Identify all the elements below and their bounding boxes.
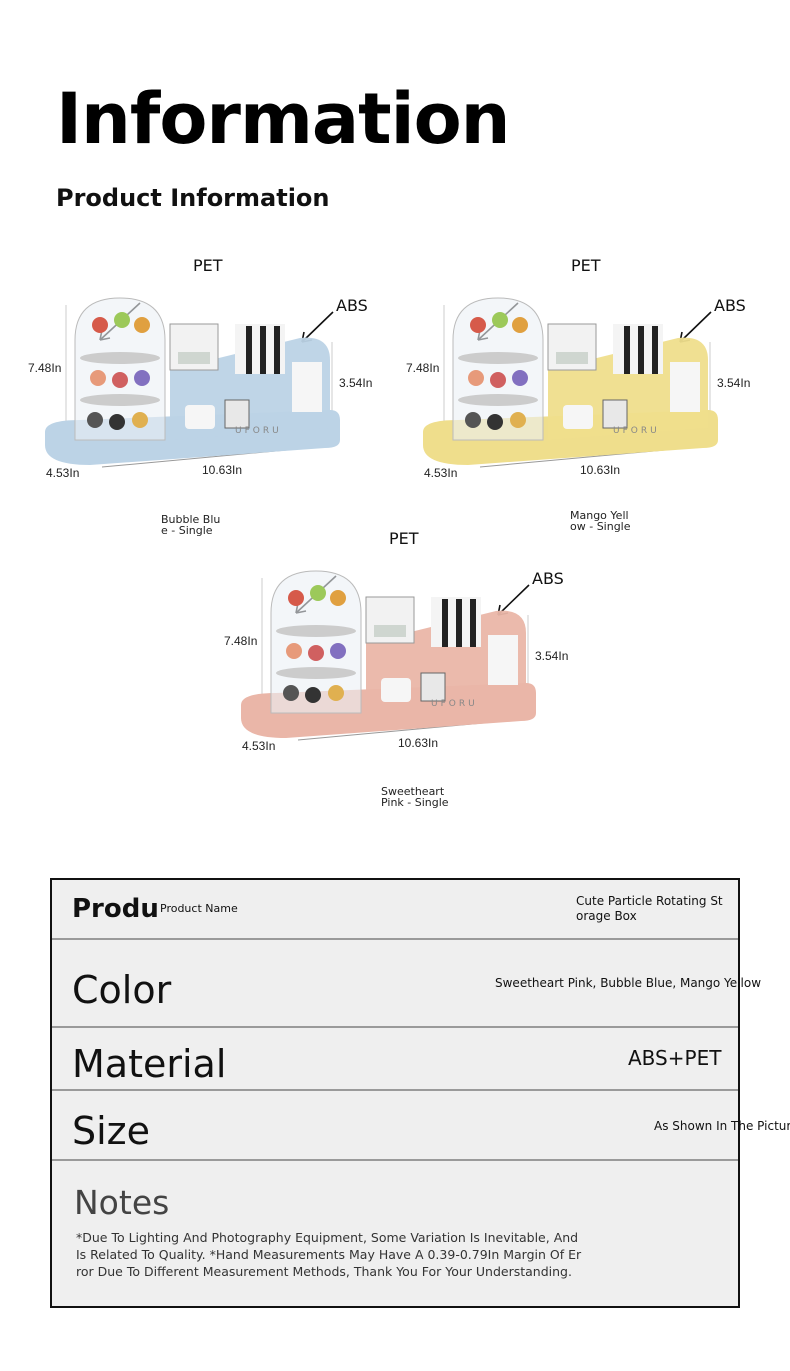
svg-text:UFORU: UFORU [235, 426, 282, 436]
product-mango-yellow: UFORU PET ABS 7.48In 3.54In 4.53In 10.63… [398, 250, 778, 550]
dimension-depth: 4.53In [242, 739, 276, 753]
notes-line: Is Related To Quality. *Hand Measurement… [76, 1247, 582, 1262]
product-illustration: UFORU [241, 570, 536, 741]
material-label-abs: ABS [336, 296, 368, 315]
product-sweetheart-pink: UFORU PET ABS 7.48In 3.54In 4.53In 10.63… [216, 523, 596, 823]
row-value: As Shown In The Picture [654, 1119, 790, 1133]
material-label-pet: PET [193, 256, 223, 275]
row-label: Size [72, 1109, 151, 1153]
row-heading: Produ [72, 894, 159, 924]
table-row-color: Color Sweetheart Pink, Bubble Blue, Mang… [52, 940, 761, 1028]
page-title: Information [56, 78, 511, 160]
dimension-height: 7.48In [406, 361, 440, 375]
product-illustration: UFORU [45, 297, 340, 468]
row-label: Material [72, 1042, 227, 1086]
arrow-abs-icon [679, 311, 712, 343]
table-row-material: Material ABS+PET [52, 1028, 738, 1091]
dimension-width: 10.63In [580, 463, 621, 477]
dimension-width: 10.63In [202, 463, 243, 477]
arrow-abs-icon [497, 584, 530, 616]
row-value: Sweetheart Pink, Bubble Blue, Mango Yell… [495, 976, 762, 990]
notes-line: ror Due To Different Measurement Methods… [76, 1264, 572, 1279]
row-value-line1: Cute Particle Rotating St [576, 894, 723, 908]
dimension-depth: 4.53In [424, 466, 458, 480]
dimension-width: 10.63In [398, 736, 439, 750]
svg-text:UFORU: UFORU [431, 699, 478, 709]
row-value: ABS+PET [628, 1046, 722, 1070]
dimension-depth: 4.53In [46, 466, 80, 480]
svg-text:UFORU: UFORU [613, 426, 660, 436]
dimension-height: 7.48In [28, 361, 62, 375]
figurines [276, 585, 356, 703]
material-label-pet: PET [571, 256, 601, 275]
notes-label: Notes [74, 1183, 170, 1222]
product-caption: Sweetheart Pink - Single [381, 785, 449, 809]
notes-section: Notes *Due To Lighting And Photography E… [52, 1161, 738, 1306]
dimension-box-height: 3.54In [339, 376, 373, 390]
table-row-size: Size As Shown In The Picture [52, 1091, 790, 1161]
product-caption: Mango Yell ow - Single [570, 509, 631, 533]
row-label: Color [72, 968, 172, 1012]
row-label: Product Name [160, 902, 238, 915]
product-caption: Bubble Blu e - Single [161, 513, 221, 537]
material-label-abs: ABS [532, 569, 564, 588]
spec-table: Produ Product Name Cute Particle Rotatin… [50, 878, 790, 1308]
figurines [458, 312, 538, 430]
product-illustration: UFORU [423, 297, 718, 468]
product-bubble-blue: UFORU PET ABS 7.48In 3.54In 4.53In 10.63… [20, 250, 400, 550]
dimension-height: 7.48In [224, 634, 258, 648]
figurines [80, 312, 160, 430]
dimension-box-height: 3.54In [535, 649, 569, 663]
arrow-abs-icon [301, 311, 334, 343]
material-label-abs: ABS [714, 296, 746, 315]
dimension-box-height: 3.54In [717, 376, 751, 390]
row-value-line2: orage Box [576, 909, 637, 923]
material-label-pet: PET [389, 529, 419, 548]
table-row-product-name: Produ Product Name Cute Particle Rotatin… [52, 880, 738, 940]
notes-line: *Due To Lighting And Photography Equipme… [76, 1230, 579, 1245]
section-subtitle: Product Information [56, 184, 330, 212]
